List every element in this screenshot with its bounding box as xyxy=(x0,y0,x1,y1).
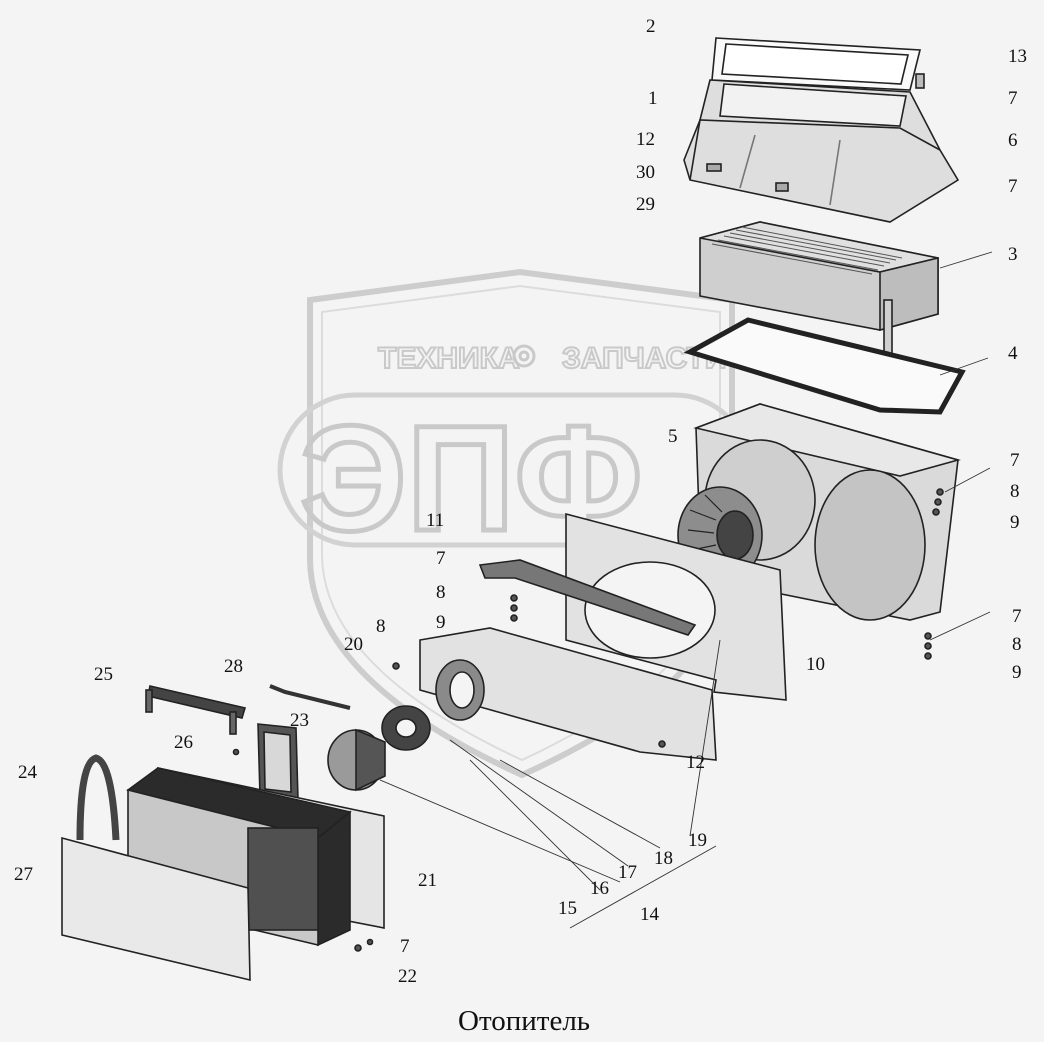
callout-25: 25 xyxy=(94,664,113,685)
watermark-left-text: ТЕХНИКА xyxy=(378,342,520,375)
part-17-washer xyxy=(381,705,431,751)
callout-11: 11 xyxy=(426,510,444,531)
callout-24: 24 xyxy=(18,762,38,783)
part-11-bracket xyxy=(478,559,697,636)
callout-12: 12 xyxy=(686,752,705,773)
part-27-cover xyxy=(61,836,251,982)
parts xyxy=(61,37,966,982)
callout-22: 22 xyxy=(398,966,417,987)
callout-26: 26 xyxy=(174,732,193,753)
callout-2: 2 xyxy=(646,16,656,37)
callout-1: 1 xyxy=(648,88,658,109)
part-15-motor xyxy=(327,728,386,792)
callout-14: 14 xyxy=(640,904,660,925)
part-24-loop xyxy=(76,754,120,841)
callout-7: 7 xyxy=(400,936,410,957)
callout-7: 7 xyxy=(1008,88,1018,109)
callout-labels: 2 1 12 30 29 13 7 6 7 3 4 5 7 8 9 7 8 9 … xyxy=(14,16,1027,987)
part-25-handle xyxy=(145,685,247,735)
diagram-caption: Отопитель xyxy=(458,1005,590,1037)
callout-7: 7 xyxy=(1008,176,1018,197)
callout-20: 20 xyxy=(344,634,363,655)
part-23-panel xyxy=(257,723,299,801)
callout-9: 9 xyxy=(436,612,446,633)
callout-7: 7 xyxy=(1012,606,1022,627)
callout-17: 17 xyxy=(618,862,637,883)
fasteners xyxy=(232,488,944,952)
callout-29: 29 xyxy=(636,194,655,215)
part-28-cable xyxy=(269,684,351,710)
callout-18: 18 xyxy=(654,848,673,869)
part-4-gasket xyxy=(683,317,966,415)
callout-7: 7 xyxy=(1010,450,1020,471)
callout-15: 15 xyxy=(558,898,577,919)
callout-30: 30 xyxy=(636,162,655,183)
callout-10: 10 xyxy=(806,654,825,675)
callout-7: 7 xyxy=(436,548,446,569)
part-1-upper-housing xyxy=(683,79,960,223)
callout-13: 13 xyxy=(1008,46,1027,67)
callout-4: 4 xyxy=(1008,343,1018,364)
callout-27: 27 xyxy=(14,864,33,885)
callout-23: 23 xyxy=(290,710,309,731)
callout-9: 9 xyxy=(1012,662,1022,683)
callout-21: 21 xyxy=(418,870,437,891)
callout-28: 28 xyxy=(224,656,243,677)
callout-8: 8 xyxy=(1010,481,1020,502)
callout-8: 8 xyxy=(436,582,446,603)
callout-9: 9 xyxy=(1010,512,1020,533)
part-13-screw xyxy=(915,73,925,89)
callout-19: 19 xyxy=(688,830,707,851)
leader-lines xyxy=(379,251,993,929)
callout-12: 12 xyxy=(636,129,655,150)
callout-5: 5 xyxy=(668,426,678,447)
callout-8: 8 xyxy=(376,616,386,637)
part-3-radiator xyxy=(699,221,939,371)
callout-6: 6 xyxy=(1008,130,1018,151)
callout-8: 8 xyxy=(1012,634,1022,655)
part-12-fan-panel xyxy=(419,627,717,761)
callout-16: 16 xyxy=(590,878,609,899)
callout-3: 3 xyxy=(1008,244,1018,265)
watermark-gear-icon xyxy=(512,344,536,368)
part-2-top-gasket xyxy=(711,37,922,91)
